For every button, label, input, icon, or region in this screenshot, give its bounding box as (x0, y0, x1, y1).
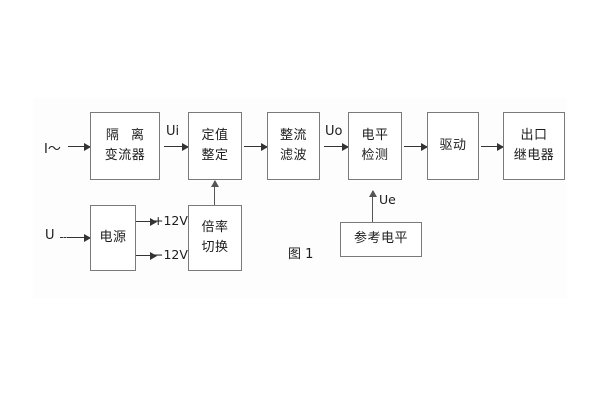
block-rectify-filter[interactable]: 整流 滤波 (267, 112, 320, 180)
input-label-voltage: U (45, 228, 55, 243)
block-multiplier-switch-line-2: 切换 (201, 240, 229, 255)
block-output-relay-line-1: 出口 (520, 127, 548, 143)
block-level-detection-line-1: 电平 (361, 127, 389, 143)
dashed-lead-voltage (60, 237, 70, 238)
block-setpoint-adjust-line-2: 整定 (201, 148, 229, 163)
arrow-multiplier-to-setpoint (210, 180, 219, 205)
block-power-supply[interactable]: 电源 (90, 205, 136, 271)
arrow-setpoint-to-rectify (244, 142, 268, 151)
arrow-voltage-to-power-supply (70, 233, 91, 242)
power-rail-label-positive: +12V (153, 213, 188, 228)
block-drive-line-1: 驱动 (439, 137, 467, 153)
block-setpoint-adjust-line-1: 定值 (201, 127, 229, 143)
signal-label-uo: Uo (325, 124, 343, 139)
arrow-reference-to-level-detection (368, 190, 377, 222)
power-rail-label-negative: −12V (153, 247, 188, 262)
arrow-current-to-isolation (68, 142, 91, 151)
block-output-relay[interactable]: 出口 继电器 (503, 112, 565, 180)
block-multiplier-switch-line-1: 倍率 (201, 219, 229, 235)
arrow-rectify-to-level (324, 142, 349, 151)
block-output-relay-line-2: 继电器 (513, 148, 555, 163)
block-isolation-transformer-line-2: 变流器 (104, 148, 146, 163)
block-setpoint-adjust[interactable]: 定值 整定 (188, 112, 242, 180)
block-reference-level-line-1: 参考电平 (353, 231, 408, 247)
signal-label-ui: Ui (166, 124, 180, 139)
block-rectify-filter-line-2: 滤波 (279, 148, 307, 163)
arrow-isolation-to-setpoint (164, 142, 189, 151)
block-multiplier-switch[interactable]: 倍率 切换 (188, 205, 242, 271)
block-level-detection[interactable]: 电平 检测 (348, 112, 402, 180)
signal-label-ue: Ue (379, 192, 396, 207)
arrow-rail-positive (136, 217, 157, 226)
block-isolation-transformer-line-1: 隔 离 (105, 127, 149, 143)
figure-caption: 图 1 (288, 247, 314, 262)
block-level-detection-line-2: 检测 (361, 148, 389, 163)
arrow-level-to-drive (404, 142, 428, 151)
arrow-drive-to-output-relay (481, 142, 504, 151)
input-label-current: I～ (44, 142, 61, 157)
block-drive[interactable]: 驱动 (427, 112, 479, 180)
block-reference-level[interactable]: 参考电平 (340, 222, 422, 257)
block-isolation-transformer[interactable]: 隔 离 变流器 (90, 112, 160, 180)
arrow-rail-negative (136, 251, 157, 260)
block-rectify-filter-line-1: 整流 (279, 127, 307, 143)
block-power-supply-line-1: 电源 (99, 229, 127, 245)
